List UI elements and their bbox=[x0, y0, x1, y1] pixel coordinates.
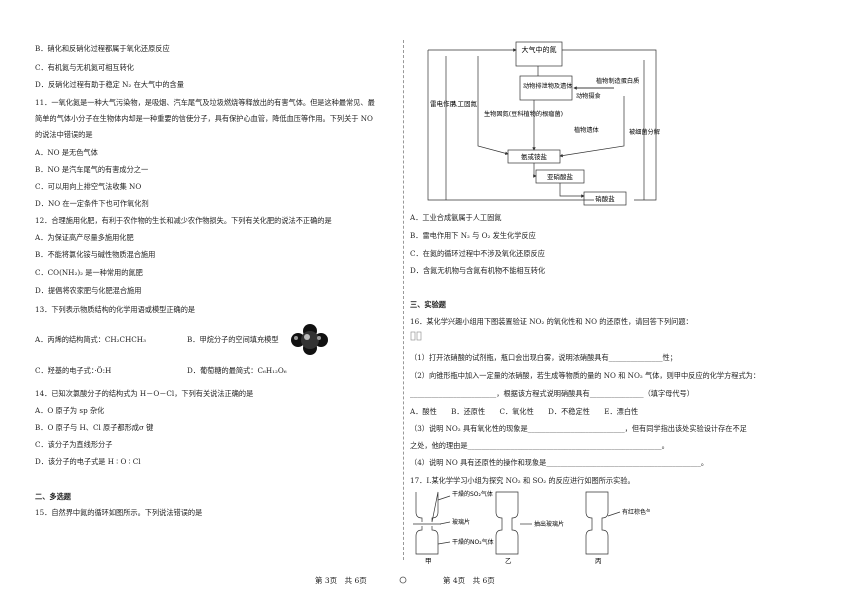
label-dry-no2: 干燥的NO₂气体 bbox=[452, 538, 494, 546]
q10-option-c: C．有机氮与无机氮可相互转化 bbox=[35, 63, 134, 72]
label-bing: 丙 bbox=[595, 557, 602, 564]
q10-option-b: B．硝化和反硝化过程都属于氧化还原反应 bbox=[35, 44, 170, 53]
q13-option-c: C．羟基的电子式：·Ö:H bbox=[35, 366, 112, 375]
node-biological-fixation: 生物固氮(豆科植物的根瘤菌) bbox=[484, 110, 563, 118]
node-artificial-fixation: 人工固氮 bbox=[451, 99, 478, 108]
no2-so2-apparatus-figure: 干燥的SO₂气体 玻璃片 干燥的NO₂气体 抽出玻璃片 有红棕色气体产生 甲 乙… bbox=[413, 490, 650, 564]
node-air-nitrogen: 大气中的氮 bbox=[522, 45, 557, 54]
q16-stem: 16．某化学兴趣小组用下图装置验证 NO₂ 的氧化性和 NO 的还原性，请回答下… bbox=[410, 317, 693, 326]
section-experiment: 三、实验题 bbox=[410, 300, 446, 309]
q10-option-d: D．反硝化过程有助于稳定 N₂ 在大气中的含量 bbox=[35, 80, 184, 89]
node-nitrate: 硝酸盐 bbox=[595, 194, 615, 203]
q14-option-a: A．O 原子为 sp 杂化 bbox=[35, 406, 105, 415]
q12-option-b: B．不能将氯化铵与碱性物质混合施用 bbox=[35, 250, 156, 259]
apparatus-thumbnail-icon bbox=[410, 331, 422, 341]
q11-option-b: B．NO 是汽车尾气的有害成分之一 bbox=[35, 165, 149, 174]
page-number-4: 第 4页 共 6页 bbox=[443, 576, 495, 585]
node-plant-remains: 植物遗体 bbox=[574, 126, 600, 134]
q15-option-b: B．雷电作用下 N₂ 与 O₂ 发生化学反应 bbox=[410, 231, 536, 240]
q12-stem: 12．合理施用化肥，有利于农作物的生长和减少农作物损失。下列有关化肥的说法不正确… bbox=[35, 216, 332, 225]
q15-stem: 15．自然界中氮的循环如图所示。下列说法错误的是 bbox=[35, 508, 203, 517]
column-divider bbox=[403, 40, 404, 560]
q14-option-b: B．O 原子与 H、Cl 原子都形成σ 键 bbox=[35, 423, 154, 432]
label-remove-glass: 抽出玻璃片 bbox=[534, 520, 564, 528]
node-ammonia: 氨或铵盐 bbox=[521, 152, 548, 161]
binding-hole-icon bbox=[399, 576, 407, 584]
q12-option-d: D．提倡将农家肥与化肥混合施用 bbox=[35, 286, 142, 295]
right-column: 大气中的氮 雷电作用 人工固氮 生物固氮(豆科植物的根瘤菌) 动物排泄物及遗体 … bbox=[410, 0, 810, 608]
q16-options: A．酸性 B．还原性 C．氧化性 D．不稳定性 E．漂白性 bbox=[410, 407, 639, 416]
q14-option-d: D．该分子的电子式是 H ∶ O ∶ Cl bbox=[35, 457, 141, 466]
node-plant-protein: 植物制造蛋白质 bbox=[596, 77, 639, 85]
q16-part3-cont: 之处，他的理由是________________________________… bbox=[410, 441, 669, 450]
q12-option-c: C．CO(NH₂)₂ 是一种常用的氮肥 bbox=[35, 268, 143, 277]
label-brown-gas: 有红棕色气体产生 bbox=[622, 508, 650, 516]
left-column: B．硝化和反硝化过程都属于氧化还原反应 C．有机氮与无机氮可相互转化 D．反硝化… bbox=[35, 0, 435, 608]
q11-stem-line1: 11．一氧化氮是一种大气污染物，是吸烟、汽车尾气及垃圾燃烧等释放出的有害气体。但… bbox=[35, 98, 375, 107]
q16-part3: （3）说明 NO₂ 具有氧化性的现象是_____________________… bbox=[410, 424, 747, 433]
q11-option-d: D．NO 在一定条件下也可作氧化剂 bbox=[35, 199, 149, 208]
methane-model-image bbox=[291, 324, 328, 355]
q12-option-a: A．为保证高产尽量多施用化肥 bbox=[35, 233, 134, 242]
q15-option-c: C．在氮的循环过程中不涉及氧化还原反应 bbox=[410, 249, 545, 258]
q13-option-d: D．葡萄糖的最简式：C₆H₁₂O₆ bbox=[187, 366, 287, 375]
label-yi: 乙 bbox=[505, 557, 512, 564]
q14-option-c: C．该分子为直线形分子 bbox=[35, 440, 113, 449]
node-animal-excretion: 动物排泄物及遗体 bbox=[523, 82, 573, 90]
q13-option-a: A．丙烯的结构简式：CH₂CHCH₃ bbox=[35, 335, 146, 344]
q11-stem-line3: 的说法中错误的是 bbox=[35, 130, 93, 139]
q11-option-a: A．NO 是无色气体 bbox=[35, 148, 98, 157]
q15-option-a: A．工业合成氨属于人工固氮 bbox=[410, 213, 502, 222]
q17-stem: 17．Ⅰ.某化学学习小组为探究 NO₂ 和 SO₂ 的反应进行如图所示实验。 bbox=[410, 476, 635, 485]
q13-stem: 13．下列表示物质结构的化学用语或模型正确的是 bbox=[35, 305, 196, 314]
q16-part2-cont: ________________________，根据该方程式说明硝酸具有___… bbox=[410, 389, 694, 398]
q15-option-d: D．含氮无机物与含氮有机物不能相互转化 bbox=[410, 266, 546, 275]
node-animal-eating: 动物摄食 bbox=[576, 92, 602, 100]
q16-part4: （4）说明 NO 具有还原性的操作和现象是___________________… bbox=[410, 458, 709, 467]
q13-option-b: B．甲烷分子的空间填充模型 bbox=[187, 335, 279, 344]
q16-part2: （2）向锥形瓶中加入一定量的浓硝酸，若生成等物质的量的 NO 和 NO₂ 气体，… bbox=[410, 371, 761, 380]
node-lightning: 雷电作用 bbox=[430, 99, 456, 108]
label-jia: 甲 bbox=[425, 557, 432, 564]
section-multiple-choice: 二、多选题 bbox=[35, 492, 71, 501]
node-nitrite: 亚硝酸盐 bbox=[547, 172, 574, 181]
q11-option-c: C．可以用向上排空气法收集 NO bbox=[35, 182, 142, 191]
node-bacteria: 被细菌分解 bbox=[629, 128, 660, 136]
label-dry-so2: 干燥的SO₂气体 bbox=[452, 490, 493, 498]
q14-stem: 14．已知次氯酸分子的结构式为 H－O－Cl，下列有关说法正确的是 bbox=[35, 389, 254, 398]
page-number-3: 第 3页 共 6页 bbox=[315, 576, 367, 585]
q16-part1: （1）打开浓硝酸的试剂瓶，瓶口会出现白雾，说明浓硝酸具有____________… bbox=[410, 353, 677, 362]
nitrogen-cycle-diagram: 大气中的氮 雷电作用 人工固氮 生物固氮(豆科植物的根瘤菌) 动物排泄物及遗体 … bbox=[427, 41, 660, 206]
q11-stem-line2: 简单的气体小分子在生物体内却是一种重要的信使分子，具有保护心血管，降低血压等作用… bbox=[35, 114, 373, 123]
label-glass-plate: 玻璃片 bbox=[452, 518, 470, 526]
